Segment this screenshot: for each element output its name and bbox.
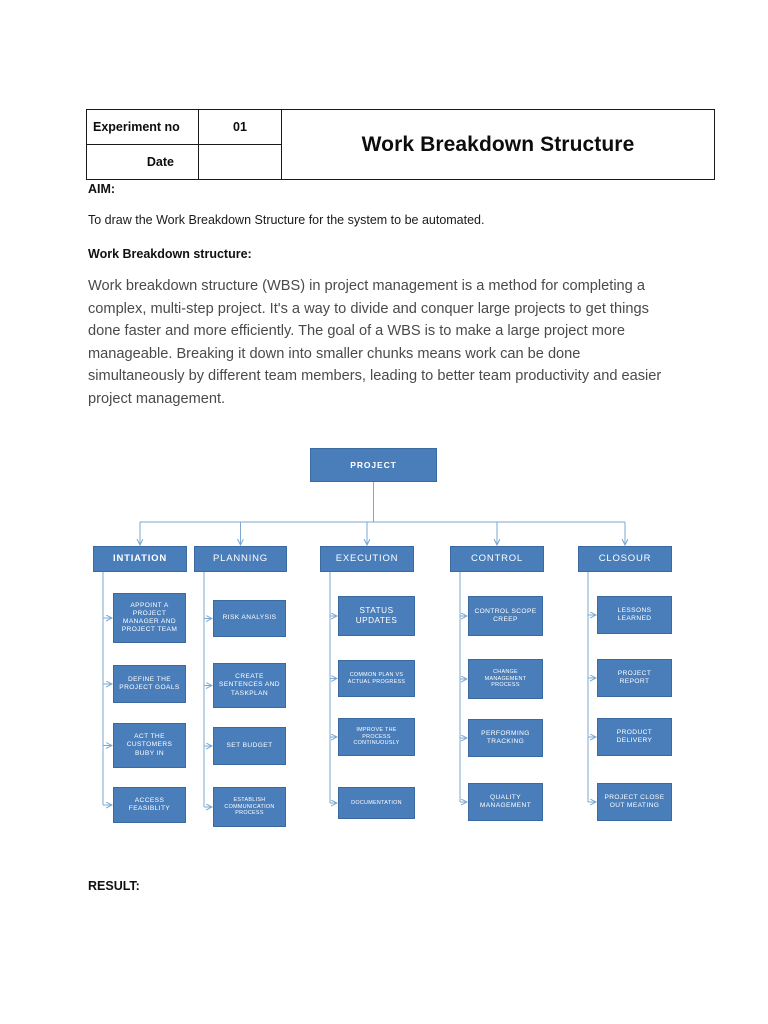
wbs-node-phase-intiation[interactable]: INTIATION bbox=[93, 546, 187, 572]
experiment-header-table: Experiment no 01 Work Breakdown Structur… bbox=[86, 109, 715, 180]
wbs-node-task-define-goals[interactable]: DEFINE THE PROJECT GOALS bbox=[113, 665, 186, 703]
wbs-node-task-quality-management[interactable]: QUALITY MANAGEMENT bbox=[468, 783, 543, 821]
wbs-node-task-customers-buy-in[interactable]: ACT THE CUSTOMERS BUBY IN bbox=[113, 723, 186, 768]
wbs-node-task-documentation[interactable]: DOCUMENTATION bbox=[338, 787, 415, 819]
experiment-no-label: Experiment no bbox=[86, 109, 199, 145]
wbs-heading: Work Breakdown structure: bbox=[88, 247, 252, 261]
aim-heading: AIM: bbox=[88, 182, 116, 196]
wbs-node-root[interactable]: PROJECT bbox=[310, 448, 437, 482]
table-row: Date bbox=[86, 144, 715, 180]
wbs-node-phase-control[interactable]: CONTROL bbox=[450, 546, 544, 572]
wbs-node-task-common-plan-vs-actual[interactable]: COMMON PLAN VS ACTUAL PROGRESS bbox=[338, 660, 415, 697]
wbs-paragraph: Work breakdown structure (WBS) in projec… bbox=[88, 278, 662, 407]
wbs-connectors bbox=[102, 482, 768, 850]
wbs-node-task-performing-tracking[interactable]: PERFORMING TRACKING bbox=[468, 719, 543, 757]
wbs-node-phase-closour[interactable]: CLOSOUR bbox=[578, 546, 672, 572]
wbs-node-phase-planning[interactable]: PLANNING bbox=[194, 546, 287, 572]
wbs-node-phase-execution[interactable]: EXECUTION bbox=[320, 546, 414, 572]
wbs-diagram: PROJECT INTIATION PLANNING EXECUTION CON… bbox=[0, 430, 768, 850]
wbs-node-task-improve-process[interactable]: IMPROVE THE PROCESS CONTINUOUSLY bbox=[338, 718, 415, 756]
wbs-node-task-project-report[interactable]: PROJECT REPORT bbox=[597, 659, 672, 697]
wbs-node-task-access-feasiblity[interactable]: ACCESS FEASIBLITY bbox=[113, 787, 186, 823]
experiment-no-value: 01 bbox=[198, 109, 282, 145]
wbs-node-task-appoint-manager[interactable]: APPOINT A PROJECT MANAGER AND PROJECT TE… bbox=[113, 593, 186, 643]
date-value bbox=[198, 144, 282, 180]
table-row: Experiment no 01 Work Breakdown Structur… bbox=[86, 109, 715, 180]
wbs-node-task-lessons-learned[interactable]: LESSONS LEARNED bbox=[597, 596, 672, 634]
wbs-node-task-control-scope-creep[interactable]: CONTROL SCOPE CREEP bbox=[468, 596, 543, 636]
result-heading: RESULT: bbox=[88, 879, 140, 893]
wbs-node-task-status-updates[interactable]: STATUS UPDATES bbox=[338, 596, 415, 636]
wbs-node-task-project-close-out[interactable]: PROJECT CLOSE OUT MEATING bbox=[597, 783, 672, 821]
wbs-node-task-set-budget[interactable]: SET BUDGET bbox=[213, 727, 286, 765]
page-title: Work Breakdown Structure bbox=[281, 109, 715, 180]
wbs-node-task-create-sentences[interactable]: CREATE SENTENCES AND TASKPLAN bbox=[213, 663, 286, 708]
wbs-node-task-product-delivery[interactable]: PRODUCT DELIVERY bbox=[597, 718, 672, 756]
aim-paragraph: To draw the Work Breakdown Structure for… bbox=[88, 213, 485, 227]
date-label: Date bbox=[86, 144, 199, 180]
wbs-node-task-establish-communication[interactable]: ESTABLISH COMMUNICATION PROCESS bbox=[213, 787, 286, 827]
wbs-node-task-change-management[interactable]: CHANGE MANAGEMENT PROCESS bbox=[468, 659, 543, 699]
wbs-node-task-risk-analysis[interactable]: RISK ANALYSIS bbox=[213, 600, 286, 637]
